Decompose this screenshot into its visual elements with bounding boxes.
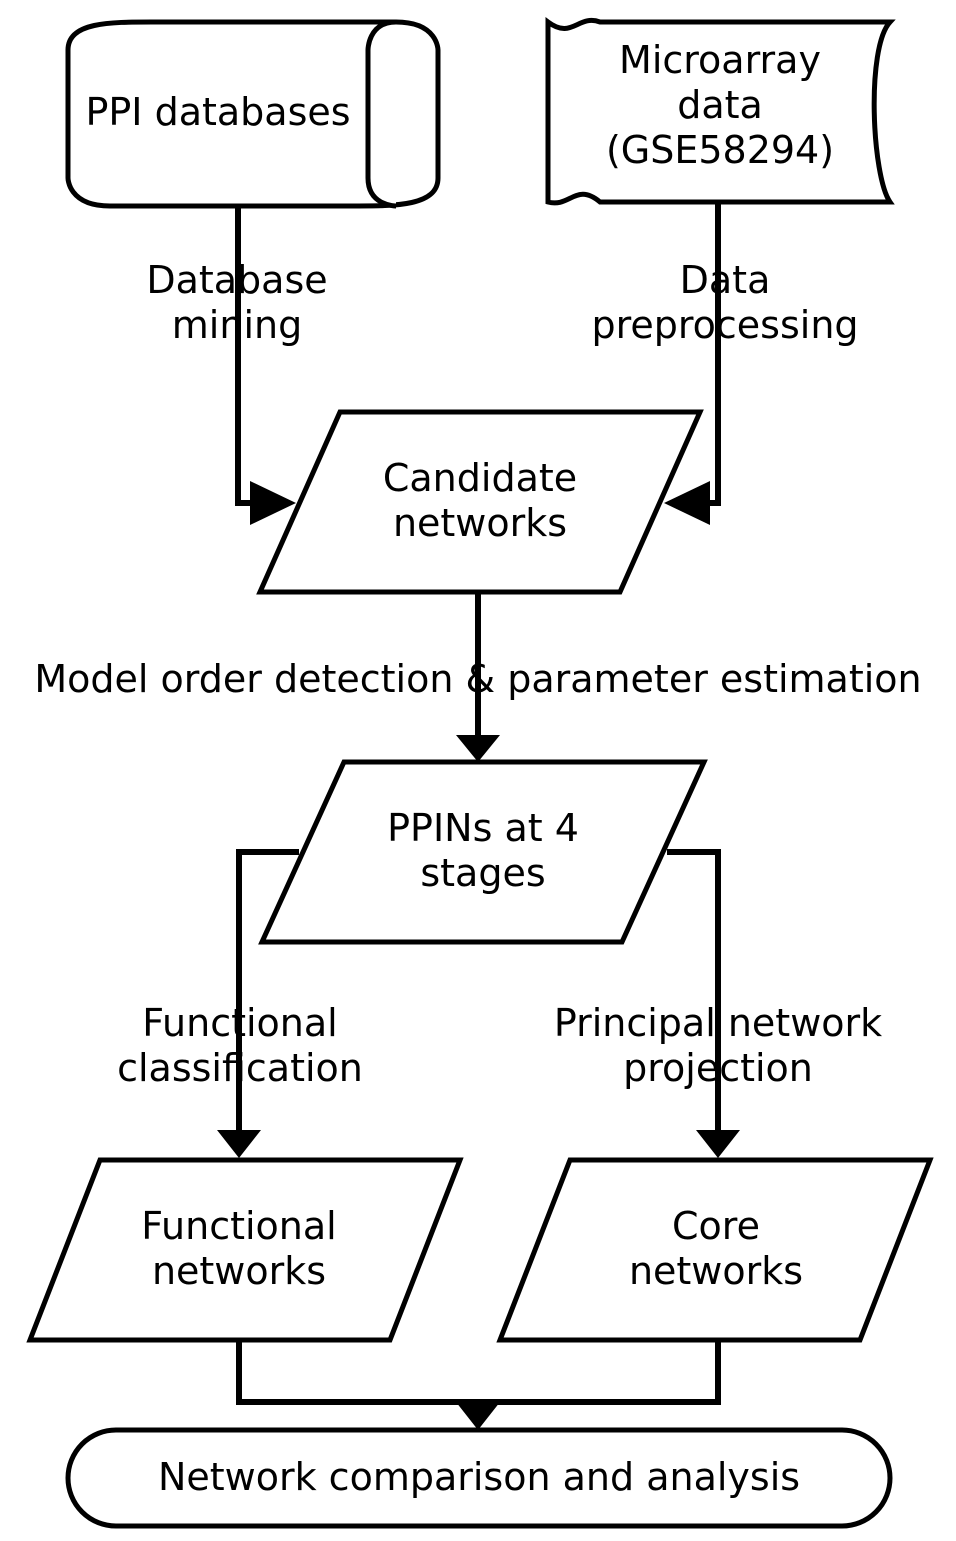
- edge-ppins-to-core: [667, 849, 740, 1158]
- node-microarray-data-label: Microarray data (GSE58294): [605, 38, 835, 172]
- edge-microarray-to-candidate: [664, 202, 721, 525]
- edge-label-data-preprocessing: Data preprocessing: [591, 258, 859, 347]
- edge-label-functional-classification: Functional classification: [117, 1001, 363, 1090]
- node-core-networks-label: Core networks: [628, 1204, 804, 1293]
- edge-label-model-order: Model order detection & parameter estima…: [34, 657, 922, 701]
- edge-label-database-mining: Database mining: [146, 258, 328, 347]
- node-candidate-networks-shape: [256, 409, 704, 595]
- node-core-networks-shape: [496, 1157, 934, 1343]
- node-ppi-databases-label: PPI databases: [85, 90, 351, 134]
- node-functional-networks-shape: [26, 1157, 464, 1343]
- edge-ppi-to-candidate: [235, 206, 296, 525]
- node-ppi-databases-shape: [65, 19, 441, 209]
- node-candidate-networks-label: Candidate networks: [382, 456, 578, 545]
- edge-label-principal-network-projection: Principal network projection: [553, 1001, 883, 1090]
- node-network-comparison-label: Network comparison and analysis: [157, 1455, 801, 1499]
- edge-ppins-to-functional: [217, 849, 299, 1158]
- edge-candidate-to-ppins: [456, 592, 500, 762]
- node-functional-networks-label: Functional networks: [141, 1204, 337, 1293]
- node-ppins-label: PPINs at 4 stages: [387, 806, 579, 895]
- node-ppins-shape: [258, 759, 708, 945]
- node-network-comparison-shape: [65, 1427, 893, 1529]
- node-microarray-data-shape: [545, 17, 896, 206]
- edge-to-network-comparison: [236, 1340, 721, 1430]
